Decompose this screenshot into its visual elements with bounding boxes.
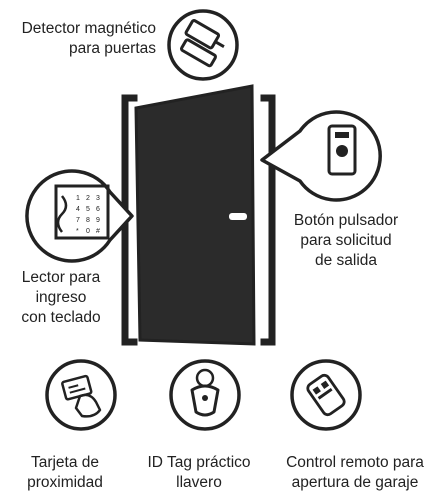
key-fob-icon bbox=[169, 359, 241, 431]
garage-remote-icon bbox=[290, 359, 362, 431]
card-in-hand-icon bbox=[45, 359, 117, 431]
svg-text:#: # bbox=[96, 228, 100, 235]
svg-text:8: 8 bbox=[86, 217, 90, 224]
remote-control-label: Control remoto para apertura de garaje bbox=[272, 453, 438, 492]
magnetic-detector-label-line-1: Detector magnético bbox=[21, 20, 156, 37]
svg-text:6: 6 bbox=[96, 206, 100, 213]
exit-button-label: Botón pulsador para solicitud de salida bbox=[290, 211, 402, 271]
svg-text:4: 4 bbox=[76, 206, 80, 213]
remote-control-label-line-2: apertura de garaje bbox=[291, 474, 419, 491]
magnetic-detector-label: Detector magnético para puertas bbox=[0, 19, 156, 59]
exit-button-label-line-1: Botón pulsador bbox=[293, 212, 399, 229]
open-door-icon bbox=[134, 84, 256, 346]
svg-text:5: 5 bbox=[86, 206, 90, 213]
remote-control-label-line-1: Control remoto para bbox=[286, 454, 424, 471]
proximity-card-label-line-1: Tarjeta de bbox=[30, 454, 100, 471]
keypad-reader-label-line-1: Lector para bbox=[21, 269, 101, 286]
svg-text:9: 9 bbox=[96, 217, 100, 224]
svg-text:*: * bbox=[76, 228, 79, 235]
door-handle bbox=[229, 213, 247, 220]
id-tag-label: ID Tag práctico llavero bbox=[132, 453, 266, 492]
exit-button-label-line-2: para solicitud bbox=[300, 232, 392, 249]
proximity-card-label: Tarjeta de proximidad bbox=[10, 453, 120, 492]
magnetic-contact-icon bbox=[167, 9, 239, 81]
svg-text:2: 2 bbox=[86, 195, 90, 202]
exit-button-label-line-3: de salida bbox=[314, 252, 378, 269]
svg-text:1: 1 bbox=[76, 195, 80, 202]
push-button-icon bbox=[260, 110, 382, 202]
keypad-reader-label-line-3: con teclado bbox=[21, 309, 101, 326]
id-tag-label-line-2: llavero bbox=[176, 474, 222, 491]
svg-text:0: 0 bbox=[86, 228, 90, 235]
svg-text:3: 3 bbox=[96, 195, 100, 202]
keypad-reader-label: Lector para ingreso con teclado bbox=[6, 268, 116, 328]
keypad-reader-label-line-2: ingreso bbox=[35, 289, 87, 306]
magnetic-detector-label-line-2: para puertas bbox=[68, 40, 156, 57]
id-tag-label-line-1: ID Tag práctico bbox=[147, 454, 251, 471]
svg-text:7: 7 bbox=[76, 217, 80, 224]
proximity-card-label-line-2: proximidad bbox=[27, 474, 103, 491]
